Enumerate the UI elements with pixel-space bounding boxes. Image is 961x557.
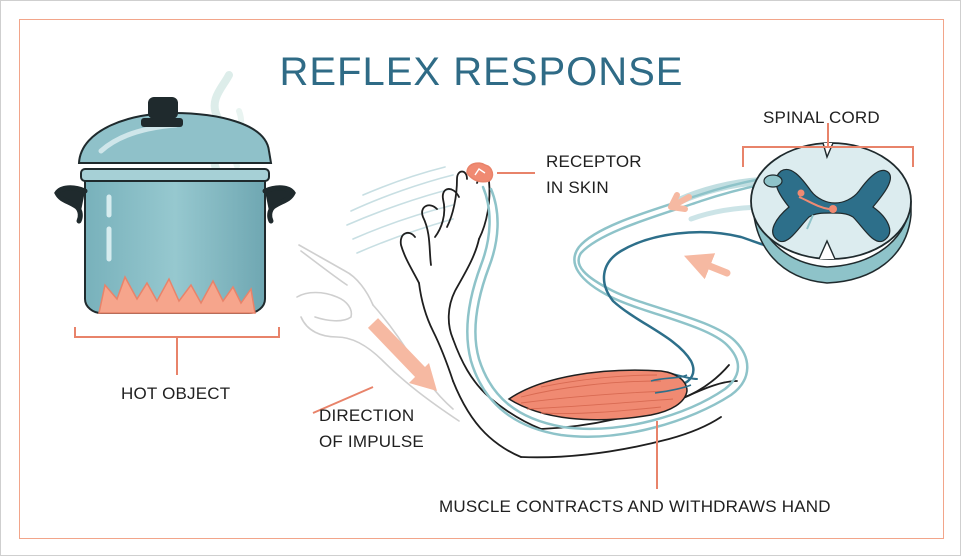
impulse-arrow-out bbox=[697, 261, 727, 273]
spinal-cord-illustration bbox=[751, 143, 911, 283]
receptor-label-line2: IN SKIN bbox=[546, 177, 609, 198]
hot-object-label: HOT OBJECT bbox=[121, 383, 230, 404]
receptor-icon bbox=[467, 163, 492, 182]
page-title: REFLEX RESPONSE bbox=[1, 49, 961, 95]
hot-object-bracket bbox=[75, 327, 279, 375]
muscle-label: MUSCLE CONTRACTS AND WITHDRAWS HAND bbox=[439, 496, 831, 517]
muscle-illustration bbox=[509, 370, 691, 420]
receptor-label-line1: RECEPTOR bbox=[546, 151, 642, 172]
hot-pot-illustration bbox=[57, 75, 293, 313]
impulse-arrow-wrist bbox=[373, 323, 421, 373]
direction-label-line1: DIRECTION bbox=[319, 405, 414, 426]
direction-label-line2: OF IMPULSE bbox=[319, 431, 424, 452]
spinal-cord-label: SPINAL CORD bbox=[763, 107, 880, 128]
